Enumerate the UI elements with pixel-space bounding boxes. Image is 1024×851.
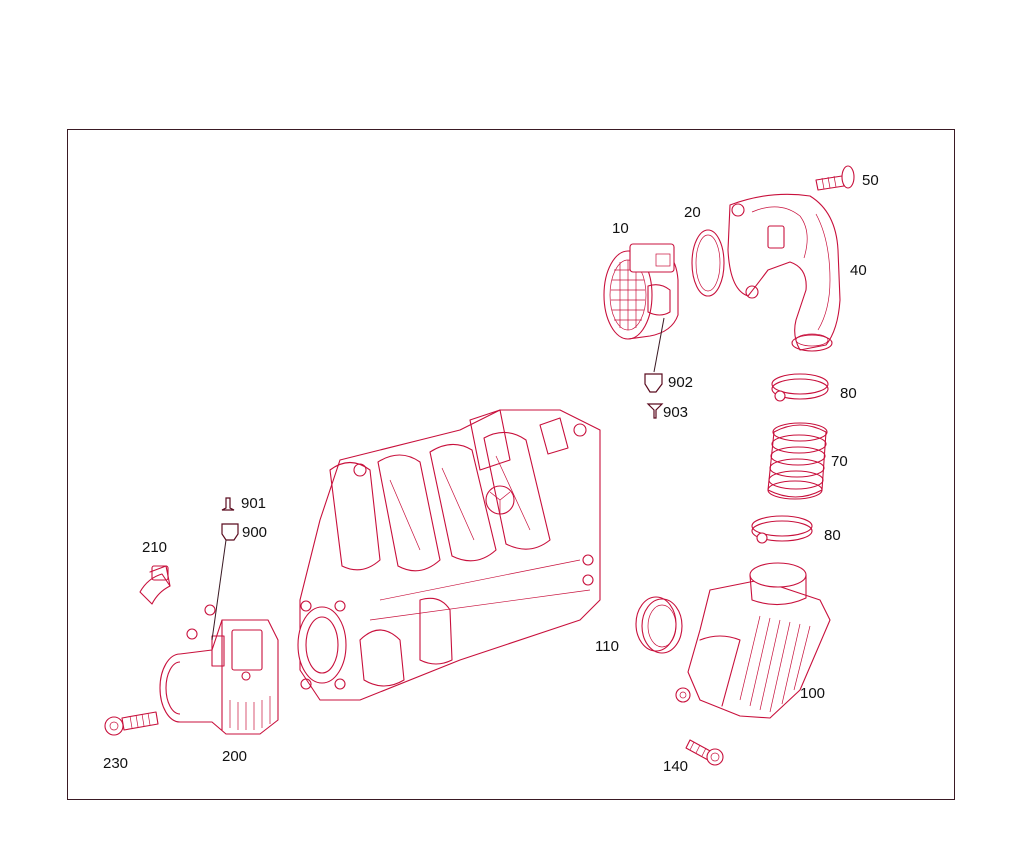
diagram-frame (67, 129, 955, 800)
air-filter-housing-100 (675, 562, 831, 719)
sealing-ring-110 (635, 596, 683, 654)
callout-110: 110 (595, 638, 619, 655)
callout-20: 20 (684, 204, 701, 221)
hose-clamp-80-lower (751, 515, 813, 544)
connector-parts-900-903 (221, 373, 664, 541)
callout-230: 230 (103, 755, 129, 772)
hose-clamp-80-upper (771, 373, 829, 402)
clip-210 (139, 565, 171, 605)
bolt-140 (685, 739, 724, 766)
air-mass-sensor-10 (603, 243, 679, 340)
callout-900: 900 (242, 524, 268, 541)
callout-80-upper: 80 (840, 385, 857, 402)
callout-80-lower: 80 (824, 527, 841, 544)
o-ring-20 (691, 229, 725, 297)
callout-210: 210 (142, 539, 168, 556)
throttle-body-200 (159, 604, 279, 735)
callout-40: 40 (850, 262, 867, 279)
callout-70: 70 (831, 453, 848, 470)
callout-901: 901 (241, 495, 267, 512)
callout-10: 10 (612, 220, 629, 237)
callout-100: 100 (800, 685, 826, 702)
intake-manifold (297, 409, 601, 701)
callout-902: 902 (668, 374, 694, 391)
bellows-hose-70 (767, 422, 828, 500)
leader-lines (211, 317, 665, 641)
screw-230 (104, 711, 159, 736)
screw-50 (815, 165, 855, 191)
intake-pipe-40 (727, 193, 841, 352)
callout-903: 903 (663, 404, 689, 421)
callout-140: 140 (663, 758, 689, 775)
callout-200: 200 (222, 748, 248, 765)
callout-50: 50 (862, 172, 879, 189)
